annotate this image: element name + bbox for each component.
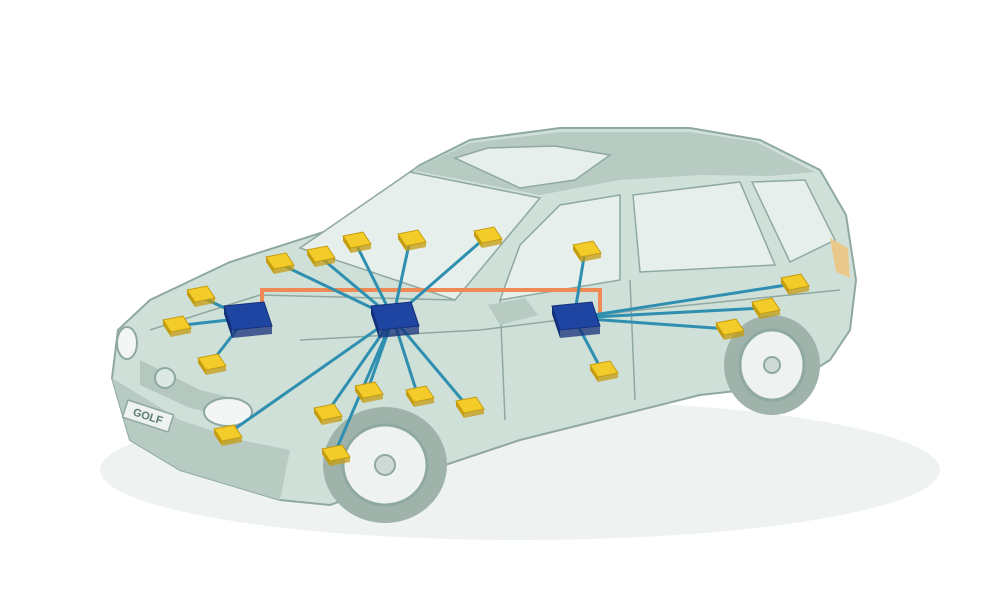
sensor-node [405,385,435,407]
rear-light [830,238,850,278]
sensor-node [306,245,336,267]
ecu-front [223,301,273,338]
ecu-central [370,301,420,338]
sensor-wire [225,316,394,437]
sensor-wire [573,316,729,331]
sensor-node [780,273,810,295]
sensor-wire [573,306,765,320]
sensor-node [397,229,427,251]
sensor-node [313,403,343,425]
sensor-node [265,252,295,274]
license-plate: GOLF [121,399,175,433]
sensor-node [473,226,503,248]
sensor-node [162,315,192,337]
rear-quarter-glass [750,179,837,264]
ecu-rear [551,301,601,338]
sensor-node [455,396,485,418]
sensor-node [197,353,227,375]
sensor-node [715,318,745,340]
sensor-node [213,424,243,446]
rear-wheel [724,315,820,415]
side-mirror [488,298,538,325]
sensor-node [186,285,216,307]
node-layer [162,226,810,466]
sunroof [452,145,612,189]
sensor-node [321,444,351,466]
sensor-node [751,297,781,319]
sensor-node [354,381,384,403]
sensor-node [342,231,372,253]
front-wheel [323,407,447,523]
car-illustration: GOLF [100,127,940,540]
rear-window [632,181,777,273]
sensor-node [589,360,619,382]
door-line-rear [629,279,636,401]
headlight-left [116,326,138,360]
sensor-node [572,240,602,262]
sensor-wire [573,282,794,320]
vw-emblem [154,367,176,389]
